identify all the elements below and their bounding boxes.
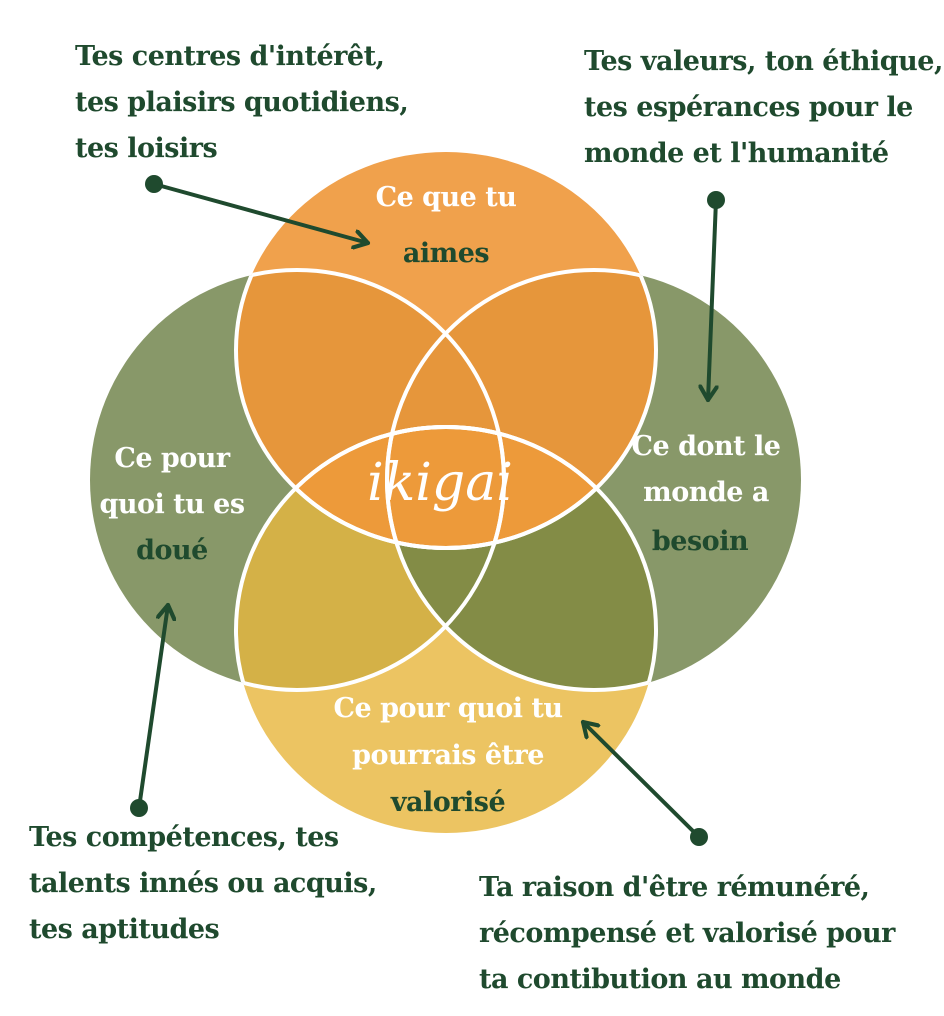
skill-label-line3: doué (136, 535, 208, 566)
note-need-line: tes espérances pour le (584, 92, 913, 123)
need-label-line3: besoin (652, 526, 749, 557)
note-need-line: Tes valeurs, ton éthique, (584, 46, 943, 77)
note-paid-line: ta contibution au monde (479, 964, 841, 995)
ikigai-center-label: ikigai (367, 453, 513, 513)
outline-paid-top (236, 425, 656, 548)
outline-skill-b (236, 427, 506, 692)
paid-label-line1: Ce pour quoi tu (334, 693, 563, 724)
arrow-paid-dot (690, 828, 708, 846)
overlap-love-need (387, 270, 656, 548)
note-paid: Ta raison d'être rémunéré, récompensé et… (479, 865, 895, 1003)
note-love-line: tes plaisirs quotidiens, (75, 87, 409, 118)
paid-label-line3: valorisé (390, 787, 505, 818)
note-skill-line: talents innés ou acquis, (29, 868, 377, 899)
paid-label-line2: pourrais être (352, 740, 544, 771)
arrow-skill (137, 605, 168, 810)
note-skill-line: Tes compétences, tes (29, 822, 339, 853)
note-paid-line: Ta raison d'être rémunéré, (479, 872, 870, 903)
skill-label-line1: Ce pour (114, 443, 231, 474)
outline-need-b (385, 427, 656, 692)
note-love-line: Tes centres d'intérêt, (75, 41, 385, 72)
arrow-skill-dot (130, 799, 148, 817)
note-love: Tes centres d'intérêt, tes plaisirs quot… (75, 34, 409, 172)
skill-label-line2: quoi tu es (99, 489, 244, 520)
note-love-line: tes loisirs (75, 133, 218, 164)
arrow-need-dot (707, 191, 725, 209)
overlap-love-skill (236, 270, 504, 548)
need-label-line1: Ce dont le (632, 431, 781, 462)
love-label-line1: Ce que tu (376, 182, 517, 213)
note-skill: Tes compétences, tes talents innés ou ac… (29, 815, 377, 953)
arrow-need (708, 198, 716, 400)
outline-love-bottom (236, 427, 656, 550)
note-skill-line: tes aptitudes (29, 914, 220, 945)
note-need: Tes valeurs, ton éthique, tes espérances… (584, 39, 943, 177)
arrow-paid (583, 722, 701, 839)
love-label-line2: aimes (403, 238, 489, 269)
need-label-line2: monde a (643, 477, 769, 508)
note-paid-line: récompensé et valorisé pour (479, 918, 895, 949)
arrow-love-dot (145, 175, 163, 193)
note-need-line: monde et l'humanité (584, 138, 889, 169)
arrow-love (152, 182, 368, 243)
